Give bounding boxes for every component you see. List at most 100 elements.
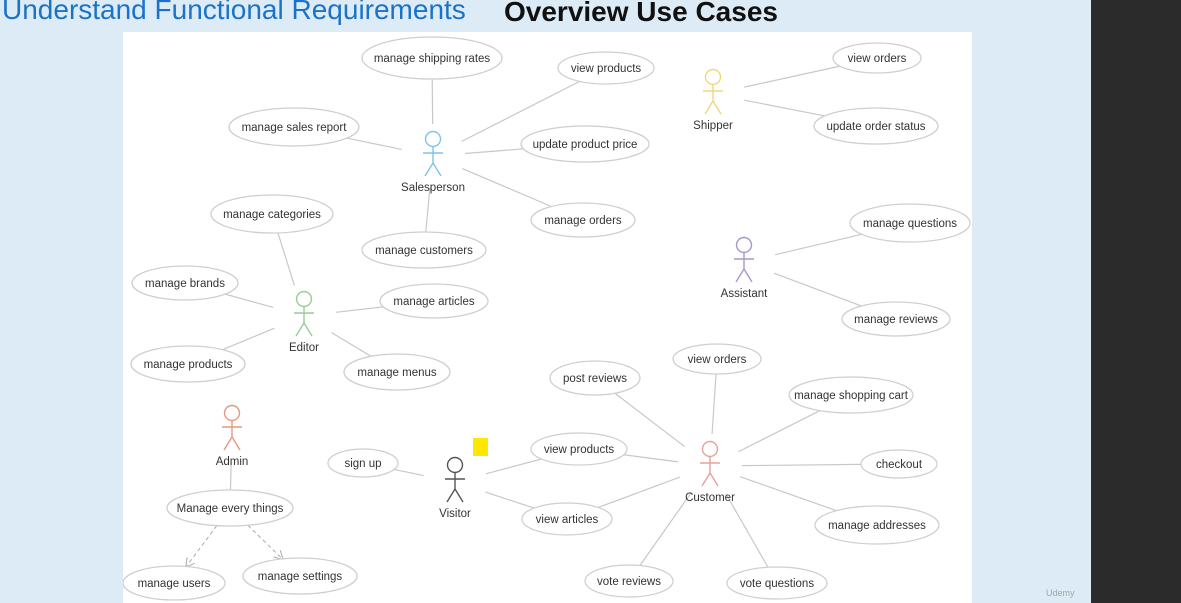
actor-head [446, 456, 464, 474]
use-case-ellipse [123, 565, 226, 601]
use-case-manage-categories[interactable]: manage categories [210, 194, 334, 234]
use-case-label: view products [544, 444, 615, 456]
use-case-label: Manage every things [177, 503, 284, 515]
association-line [711, 373, 717, 435]
use-case-update-product-price[interactable]: update product price [520, 125, 650, 163]
use-cases: manage shipping rates view products view o… [123, 36, 971, 601]
association-line [775, 233, 862, 256]
use-case-label: manage shopping cart [794, 390, 909, 402]
actor-visitor[interactable]: Visitor [439, 456, 471, 521]
actor-shipper[interactable]: Shipper [693, 68, 733, 133]
use-case-ellipse [242, 557, 358, 595]
actor-head [424, 130, 442, 148]
use-case-view-articles[interactable]: view articles [521, 502, 613, 536]
stick-figure-icon [423, 130, 443, 177]
use-case-label: view orders [848, 53, 907, 65]
use-case-manage-shopping-cart[interactable]: manage shopping cart [788, 376, 914, 414]
use-case-manage-menus[interactable]: manage menus [343, 353, 451, 391]
association-line [462, 168, 552, 208]
use-case-label: manage questions [863, 218, 957, 230]
actor-admin[interactable]: Admin [216, 404, 249, 469]
use-case-ellipse [361, 36, 503, 80]
use-case-manage-products[interactable]: manage products [130, 345, 246, 383]
use-case-vote-questions[interactable]: vote questions [726, 566, 828, 600]
use-case-label: update order status [826, 121, 925, 133]
use-case-diagram-canvas: manage shipping rates view products view o… [123, 36, 971, 601]
actor-head [295, 290, 313, 308]
actor-right-leg [712, 100, 722, 115]
use-case-label: post reviews [563, 373, 627, 385]
association-line [425, 187, 431, 233]
use-case-label: manage products [144, 359, 233, 371]
use-case-manage-brands[interactable]: manage brands [131, 265, 239, 301]
stick-figure-icon [445, 456, 465, 503]
use-case-sign-up[interactable]: sign up [327, 448, 399, 478]
use-case-manage-addresses[interactable]: manage addresses [814, 505, 940, 545]
use-case-ellipse [521, 502, 613, 536]
use-case-ellipse [813, 107, 939, 145]
actor-left-leg [295, 322, 305, 337]
side-panel [1091, 0, 1181, 603]
actor-head [701, 440, 719, 458]
association-lines [222, 65, 862, 568]
actor-label: Assistant [721, 288, 768, 300]
association-line [725, 493, 769, 568]
association-line [744, 65, 841, 88]
actor-salesperson[interactable]: Salesperson [401, 130, 465, 195]
use-case-label: manage reviews [854, 314, 938, 326]
use-case-manage-customers[interactable]: manage customers [361, 231, 487, 269]
actor-left-leg [223, 436, 233, 451]
use-case-sp-view-products[interactable]: view products [557, 51, 655, 85]
use-case-ellipse [361, 231, 487, 269]
association-line [224, 293, 274, 309]
actor-right-leg [743, 268, 753, 283]
use-case-label: update product price [533, 139, 638, 151]
use-case-checkout[interactable]: checkout [860, 449, 938, 479]
use-case-vote-reviews[interactable]: vote reviews [584, 564, 674, 598]
use-case-manage-users[interactable]: manage users [123, 565, 226, 601]
use-case-vi-view-products[interactable]: view products [530, 432, 628, 466]
use-case-label: vote questions [740, 578, 814, 590]
use-case-manage-orders[interactable]: manage orders [530, 202, 636, 238]
association-line [639, 491, 693, 566]
use-case-sh-view-orders[interactable]: view orders [832, 42, 922, 74]
use-case-cu-view-orders[interactable]: view orders [672, 343, 762, 375]
use-case-manage-articles[interactable]: manage articles [379, 283, 489, 319]
actor-right-leg [231, 436, 241, 451]
actor-left-leg [446, 488, 456, 503]
use-case-manage-sales-report[interactable]: manage sales report [228, 107, 360, 147]
actor-assistant[interactable]: Assistant [721, 236, 768, 301]
use-case-label: vote reviews [597, 576, 661, 588]
actor-head [223, 404, 241, 422]
use-case-diagram: manage shipping rates view products view o… [123, 32, 972, 603]
use-case-manage-questions[interactable]: manage questions [849, 203, 971, 243]
use-case-label: manage brands [145, 278, 225, 290]
use-case-ellipse [343, 353, 451, 391]
stick-figure-icon [294, 290, 314, 337]
include-arrow [247, 524, 283, 559]
use-case-ellipse [530, 432, 628, 466]
actor-label: Admin [216, 456, 249, 468]
actor-label: Shipper [693, 120, 733, 132]
actor-customer[interactable]: Customer [685, 440, 735, 505]
use-case-post-reviews[interactable]: post reviews [549, 360, 641, 396]
use-case-ellipse [131, 265, 239, 301]
use-case-update-order-status[interactable]: update order status [813, 107, 939, 145]
use-case-manage-settings[interactable]: manage settings [242, 557, 358, 595]
use-case-ellipse [130, 345, 246, 383]
include-arrow [186, 525, 218, 567]
actor-right-leg [432, 162, 442, 177]
association-line [461, 80, 580, 143]
actor-editor[interactable]: Editor [289, 290, 319, 355]
use-case-ellipse [166, 489, 294, 527]
use-case-label: manage customers [375, 245, 473, 257]
udemy-watermark: Udemy [1046, 588, 1075, 598]
use-case-manage-reviews[interactable]: manage reviews [841, 301, 951, 337]
use-case-label: manage categories [223, 209, 321, 221]
use-case-manage-shipping-rates[interactable]: manage shipping rates [361, 36, 503, 80]
slide: Understand Functional Requirements Overv… [2, 0, 1075, 603]
use-case-manage-every-things[interactable]: Manage every things [166, 489, 294, 527]
use-case-ellipse [672, 343, 762, 375]
use-case-ellipse [788, 376, 914, 414]
